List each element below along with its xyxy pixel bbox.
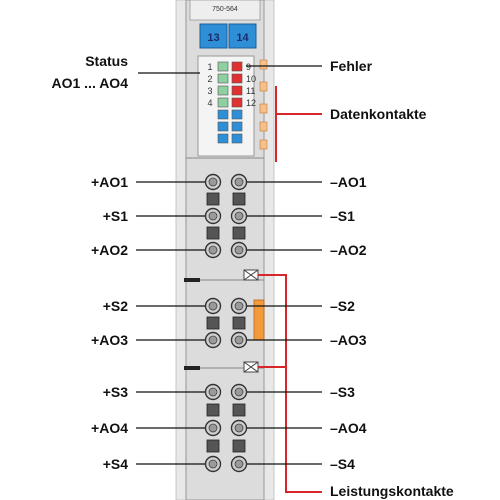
screw-right-4 (230, 297, 248, 315)
screw-left-4 (204, 297, 222, 315)
left-signal-label: +S4 (103, 456, 129, 472)
error-led-9 (231, 61, 243, 72)
release-slot-right-7 (232, 439, 246, 453)
status-led-2 (217, 73, 229, 84)
right-signal-label: –AO1 (330, 174, 367, 190)
screw-left-7 (204, 419, 222, 437)
led-blank-right-2 (231, 121, 243, 132)
data-contact-3 (259, 103, 268, 114)
release-slot-left-7 (206, 439, 220, 453)
led-number-right-1: 9 (246, 62, 251, 72)
error-led-12 (231, 97, 243, 108)
left-signal-label: +S3 (103, 384, 129, 400)
data-contact-5 (259, 139, 268, 150)
right-signal-label: –S1 (330, 208, 355, 224)
screw-left-6 (204, 383, 222, 401)
right-signal-label: –AO2 (330, 242, 367, 258)
left-signal-label: +AO3 (91, 332, 128, 348)
terminal-block-top: 13 14 (199, 23, 257, 49)
led-number-right-3: 11 (246, 86, 255, 96)
screw-left-5 (204, 331, 222, 349)
screw-right-3 (230, 241, 248, 259)
terminal-13-label: 13 (207, 32, 219, 44)
part-number: 750-564 (212, 6, 238, 13)
data-contacts (259, 59, 268, 150)
signal-labels: +AO1 –AO1 +S1 –S1 +AO2 –AO2 +S2 –S2 +AO3 –AO3 +S3 –… (91, 174, 367, 472)
release-slot-left-1 (206, 192, 220, 206)
screw-terminals (204, 173, 248, 473)
right-signal-label: –S4 (330, 456, 355, 472)
release-slot-right-1 (232, 192, 246, 206)
release-slot-right-6 (232, 403, 246, 417)
release-slot-right-2 (232, 226, 246, 240)
left-signal-label: +S2 (103, 298, 129, 314)
led-number-right-4: 12 (246, 98, 256, 108)
release-slot-left-2 (206, 226, 220, 240)
left-signal-label: +AO1 (91, 174, 128, 190)
screw-right-1 (230, 173, 248, 191)
led-number-right-2: 10 (246, 74, 256, 84)
screw-right-6 (230, 383, 248, 401)
right-signal-label: –S3 (330, 384, 355, 400)
screw-right-8 (230, 455, 248, 473)
label-leistungskontakte: Leistungskontakte (258, 274, 454, 499)
status-label-line2: AO1 ... AO4 (51, 75, 128, 91)
left-signal-label: +AO4 (91, 420, 128, 436)
data-contact-1 (259, 59, 268, 70)
right-signal-label: –AO3 (330, 332, 367, 348)
led-number-left-2: 2 (207, 74, 212, 84)
screw-left-2 (204, 207, 222, 225)
led-blank-right-1 (231, 109, 243, 120)
led-number-left-1: 1 (207, 62, 212, 72)
label-fehler: Fehler (246, 58, 373, 74)
status-led-4 (217, 97, 229, 108)
release-slot-right-4 (232, 316, 246, 330)
status-led-1 (217, 61, 229, 72)
led-blank-left-1 (217, 109, 229, 120)
datenkontakte-label: Datenkontakte (330, 106, 427, 122)
screw-right-7 (230, 419, 248, 437)
data-contact-4 (259, 121, 268, 132)
status-led-3 (217, 85, 229, 96)
release-slot-left-6 (206, 403, 220, 417)
screw-left-8 (204, 455, 222, 473)
left-signal-label: +AO2 (91, 242, 128, 258)
led-blank-left-2 (217, 121, 229, 132)
label-datenkontakte: Datenkontakte (275, 86, 427, 162)
screw-right-2 (230, 207, 248, 225)
right-signal-label: –S2 (330, 298, 355, 314)
led-number-left-3: 3 (207, 86, 212, 96)
fehler-label: Fehler (330, 58, 373, 74)
error-led-11 (231, 85, 243, 96)
right-signal-label: –AO4 (330, 420, 367, 436)
terminal-14-label: 14 (236, 32, 249, 44)
screw-left-1 (204, 173, 222, 191)
release-slot-left-4 (206, 316, 220, 330)
led-blank-left-3 (217, 133, 229, 144)
led-blank-right-3 (231, 133, 243, 144)
leistungskontakte-label: Leistungskontakte (330, 483, 454, 499)
data-contact-2 (259, 81, 268, 92)
module-header: 750-564 (189, 0, 261, 21)
label-status: Status AO1 ... AO4 (51, 53, 200, 91)
left-signal-label: +S1 (103, 208, 129, 224)
screw-left-3 (204, 241, 222, 259)
led-number-left-4: 4 (207, 98, 212, 108)
screw-right-5 (230, 331, 248, 349)
status-label-line1: Status (85, 53, 128, 69)
error-led-10 (231, 73, 243, 84)
